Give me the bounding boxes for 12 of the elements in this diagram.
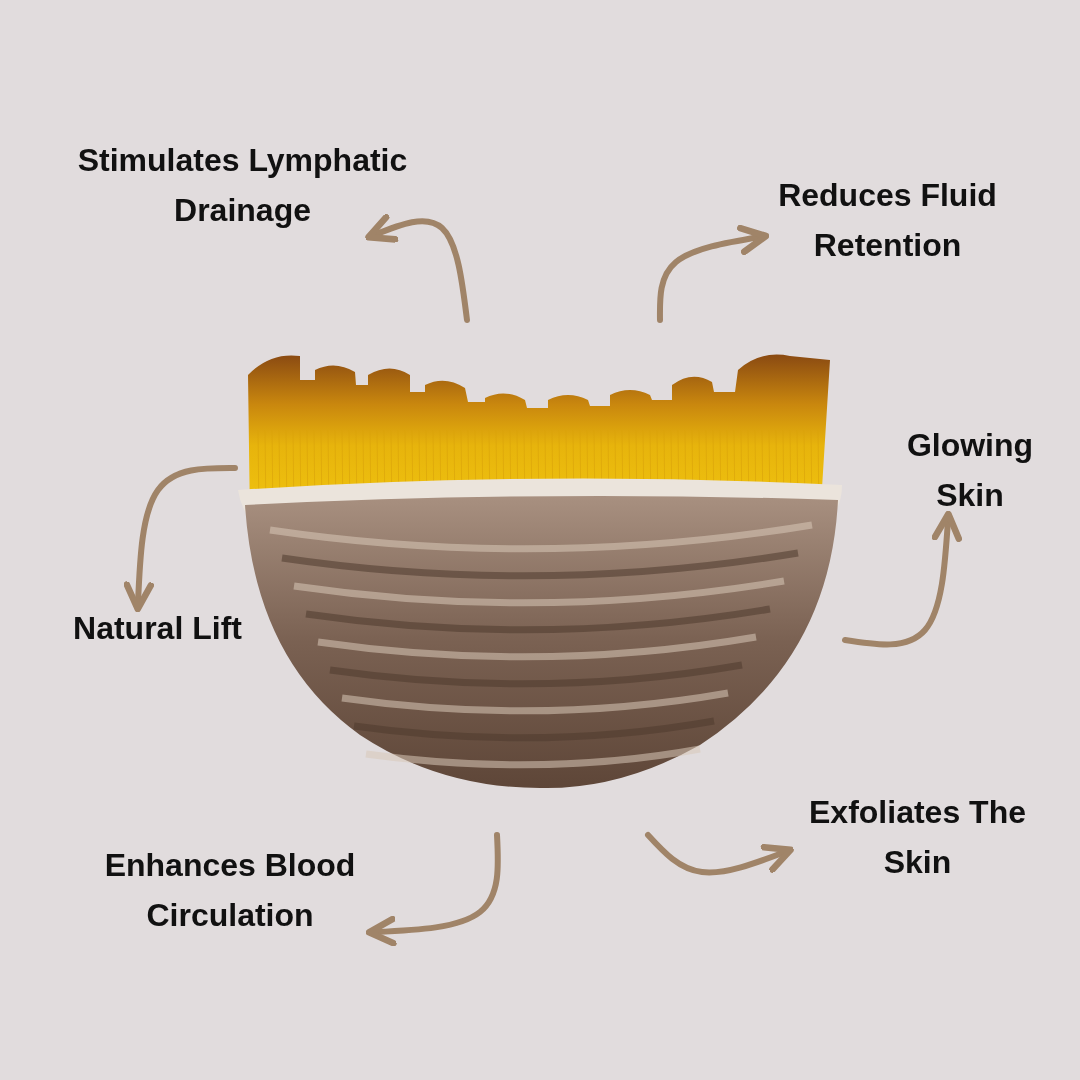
- benefit-label: Glowing Skin: [905, 426, 1035, 515]
- benefit-label: Enhances Blood Circulation: [103, 846, 357, 935]
- benefit-label: Stimulates Lymphatic Drainage: [76, 141, 409, 230]
- curved-arrow: [656, 224, 770, 323]
- curved-arrow: [365, 832, 501, 947]
- benefit-label: Reduces Fluid Retention: [777, 176, 998, 265]
- benefit-label: Exfoliates The Skin: [808, 793, 1027, 882]
- curved-arrow: [645, 832, 794, 876]
- benefit-label: Natural Lift: [72, 609, 243, 648]
- curved-arrow: [365, 213, 470, 323]
- curved-arrow: [842, 510, 963, 648]
- curved-arrow: [123, 464, 238, 613]
